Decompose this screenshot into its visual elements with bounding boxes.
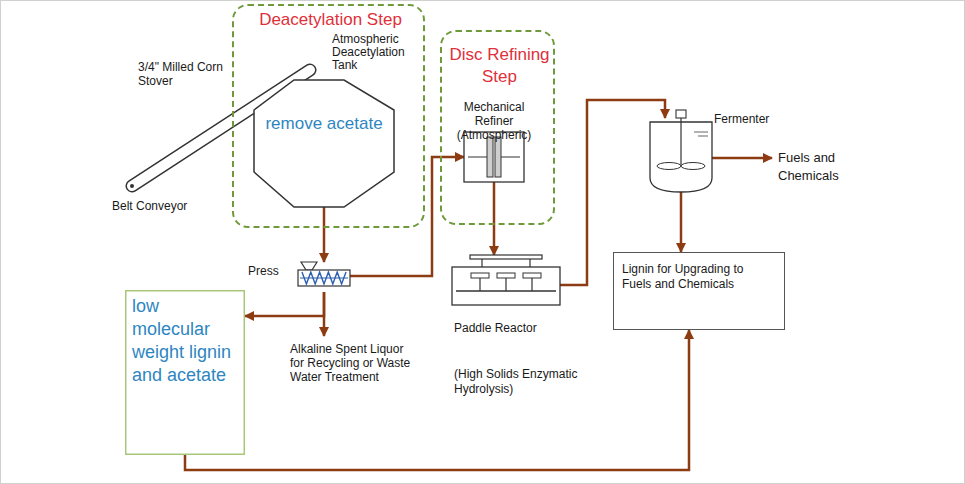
fermenter-shaft — [680, 118, 681, 166]
node-label: Atmospheric Deacetylation Tank — [332, 33, 426, 72]
refiner-shaft — [501, 157, 520, 158]
node-outline — [298, 262, 350, 292]
reactor-post — [529, 259, 530, 267]
reactor-post — [481, 259, 482, 267]
reactor-paddle — [523, 273, 541, 278]
node-label: Fermenter — [714, 112, 784, 126]
product-arrow — [712, 157, 772, 160]
impeller-blade — [681, 163, 705, 170]
equipment-label: Belt Conveyor — [112, 199, 212, 213]
output-box: low molecular weight lignin and acetate — [125, 290, 245, 455]
fermenter-motor — [676, 110, 686, 118]
node-label: Disc Refining Step — [446, 44, 553, 88]
reactor-paddle — [471, 273, 489, 278]
reactor-body — [452, 267, 560, 305]
press-shaft — [300, 278, 348, 279]
step-group: Disc Refining StepMechanical Refiner (At… — [440, 30, 555, 225]
text-box-outline — [126, 291, 245, 455]
tank-outline — [254, 80, 394, 207]
node-label: Press — [248, 264, 292, 278]
step-group: Deacetylation StepAtmospheric Deacetylat… — [232, 4, 425, 228]
paddle-reactor: Paddle Reactor(High Solids Enzymatic Hyd… — [452, 255, 560, 305]
feed-label: 3/4" Milled Corn Stover — [138, 60, 232, 88]
reactor-paddle-arm — [505, 278, 506, 291]
refiner-disc — [495, 137, 501, 177]
product-label: Fuels and Chemicals — [778, 149, 860, 185]
refiner-shaft — [468, 157, 487, 158]
output-box: Lignin for Upgrading to Fuels and Chemic… — [613, 252, 785, 330]
node-label: low molecular weight lignin and acetate — [125, 290, 245, 392]
node-outline — [650, 118, 712, 192]
node-outline — [452, 255, 560, 305]
node-label: Lignin for Upgrading to Fuels and Chemic… — [613, 252, 785, 302]
flow-arrow — [323, 207, 326, 262]
reactor-lid — [470, 255, 542, 259]
flow-arrow — [245, 292, 324, 316]
node-sublabel: remove acetate — [254, 114, 394, 134]
refiner-disc — [487, 137, 493, 177]
belt-roller — [130, 184, 134, 188]
node-outline — [254, 80, 394, 207]
press-barrel — [298, 270, 350, 286]
node-sublabel: (High Solids Enzymatic Hydrolysis) — [454, 367, 604, 397]
reactor-paddle-arm — [479, 278, 480, 291]
deacetylation-tank: Atmospheric Deacetylation Tankremove ace… — [254, 80, 394, 207]
mechanical-refiner: Mechanical Refiner (Atmospheric) — [464, 132, 524, 182]
liquid-level — [698, 136, 708, 137]
node-label: Paddle Reactor — [454, 321, 604, 335]
flow-arrow — [680, 192, 683, 252]
node-label: Deacetylation Step — [234, 10, 427, 30]
node-label: Mechanical Refiner (Atmospheric) — [448, 100, 540, 142]
press-hopper — [301, 262, 317, 270]
fermenter: Fermenter — [650, 118, 712, 192]
flow-arrow — [185, 330, 689, 470]
flow-arrow — [493, 182, 496, 255]
screw-press: Press — [298, 262, 350, 292]
stream-label: Alkaline Spent Liquor for Recycling or W… — [290, 342, 418, 384]
reactor-paddle — [497, 273, 515, 278]
reactor-paddle-arm — [531, 278, 532, 291]
text-box-outline — [614, 253, 785, 330]
liquid-level — [694, 132, 708, 133]
impeller-blade — [657, 163, 681, 170]
